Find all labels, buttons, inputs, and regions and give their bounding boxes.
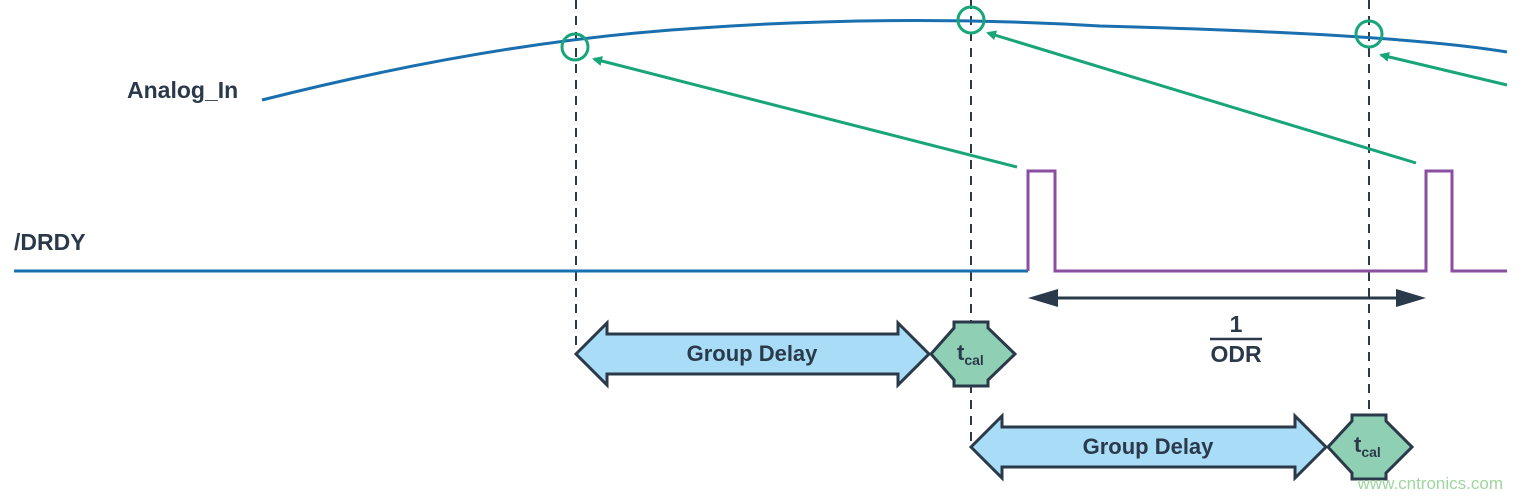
odr-arrowhead-right [1396, 289, 1426, 307]
odr-arrowhead-left [1028, 289, 1058, 307]
odr-numerator: 1 [1230, 311, 1243, 337]
drdy-pulse-waveform [1026, 169, 1507, 273]
group-delay-label-1: Group Delay [687, 341, 819, 366]
sample-arrow-1 [592, 56, 1018, 169]
tcal-main-1: t [957, 340, 965, 365]
sample-point-circle-3 [1354, 19, 1384, 49]
tcal-arrow-2 [1325, 413, 1415, 481]
analog-in-curve [261, 18, 1508, 102]
tcal-sub-2: cal [1361, 444, 1380, 460]
sample-arrow-3 [1379, 51, 1508, 87]
group-delay-label-2: Group Delay [1083, 434, 1215, 459]
sample-point-circle-1 [560, 32, 590, 62]
tcal-label-1: tcal [957, 340, 984, 368]
tcal-main-2: t [1354, 432, 1362, 457]
sample-point-circle-2 [956, 5, 986, 35]
tcal-sub-1: cal [964, 352, 983, 368]
tcal-label-2: tcal [1354, 432, 1381, 460]
drdy-label: /DRDY [14, 229, 86, 255]
watermark-text: www.cntronics.com [1357, 474, 1503, 493]
analog-in-label: Analog_In [127, 77, 238, 103]
tcal-arrow-1 [928, 320, 1018, 388]
sample-arrow-2 [986, 30, 1417, 165]
odr-denominator: ODR [1210, 341, 1262, 367]
